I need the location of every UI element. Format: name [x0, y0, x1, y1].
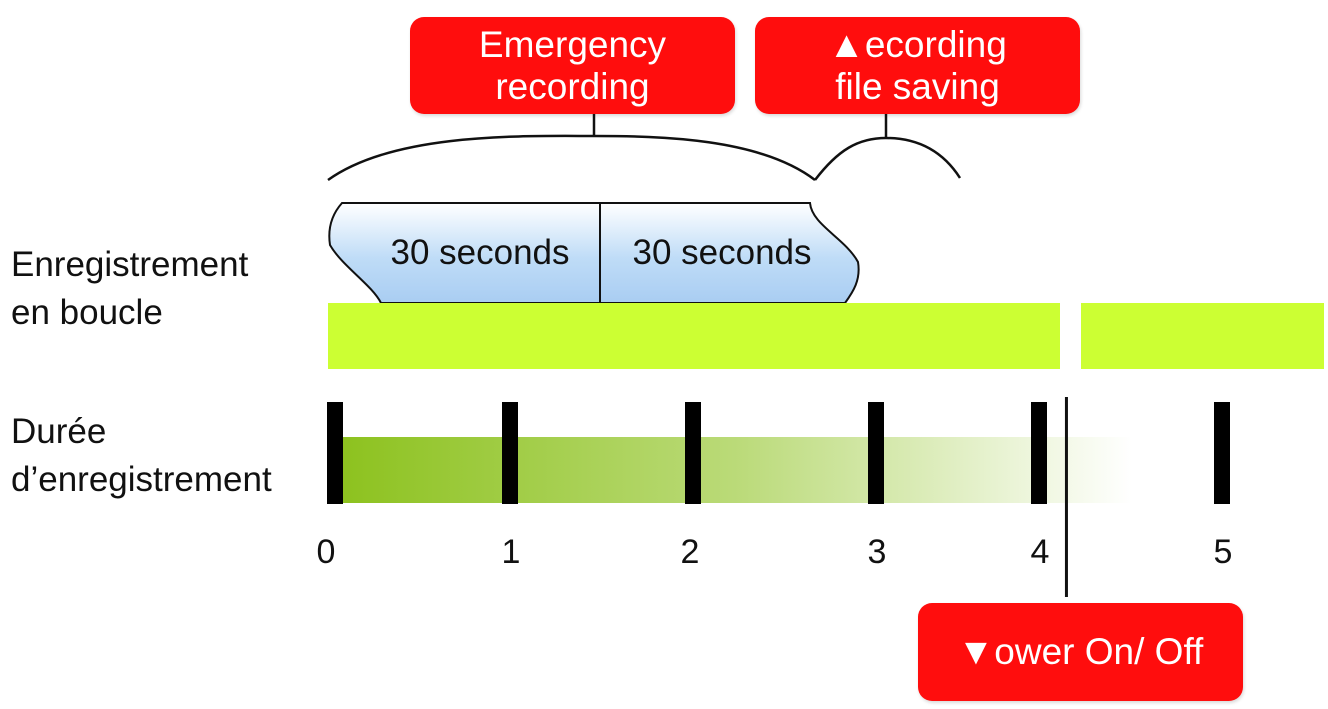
- duration-label-line-1: Durée: [11, 412, 107, 451]
- loop-recording-row-label: Enregistrement en boucle: [11, 241, 248, 337]
- timeline-tick-2: [685, 402, 701, 504]
- power-callout-line-1: ▼ower On/ Off: [957, 631, 1204, 672]
- emergency-recording-callout: Emergency recording: [410, 17, 735, 114]
- loop-label-line-2: en boucle: [11, 293, 163, 332]
- saving-callout-line-2: file saving: [835, 65, 1000, 107]
- emergency-brace: [327, 134, 816, 182]
- loop-label-line-1: Enregistrement: [11, 245, 249, 284]
- timeline-tick-label-5: 5: [1214, 533, 1233, 571]
- saving-callout-line-1: ▲ecording: [828, 23, 1007, 65]
- duration-label-line-2: d’enregistrement: [11, 460, 272, 499]
- segment-1-label: 30 seconds: [390, 233, 569, 272]
- timeline-tick-labels: 0 1 2 3 4 5: [317, 533, 1233, 571]
- segment-2-label: 30 seconds: [632, 233, 811, 272]
- timeline-tick-4: [1031, 402, 1047, 504]
- timeline-ticks: [327, 402, 1230, 504]
- recording-duration-bar: [342, 437, 1132, 503]
- emergency-callout-line-1: Emergency: [478, 23, 667, 65]
- emergency-callout-line-2: recording: [495, 65, 650, 107]
- recording-duration-row-label: Durée d’enregistrement: [11, 408, 272, 504]
- loop-recording-bar: [328, 303, 1060, 369]
- saving-brace: [814, 136, 962, 181]
- timeline-tick-5: [1214, 402, 1230, 504]
- timeline-tick-label-3: 3: [868, 533, 887, 571]
- timeline-tick-label-2: 2: [681, 533, 700, 571]
- segment-2-shape: [599, 202, 860, 304]
- segment-1-shape: [328, 202, 601, 304]
- timeline-tick-label-1: 1: [502, 533, 521, 571]
- power-on-off-callout: ▼ower On/ Off: [918, 603, 1243, 701]
- recording-file-saving-callout: ▲ecording file saving: [755, 17, 1080, 114]
- timeline-tick-label-0: 0: [317, 533, 336, 571]
- timeline-tick-1: [502, 402, 518, 504]
- loop-recording-bar-after-restart: [1081, 303, 1324, 369]
- timeline-tick-3: [868, 402, 884, 504]
- timeline-tick-label-4: 4: [1031, 533, 1050, 571]
- timeline-tick-0: [327, 402, 343, 504]
